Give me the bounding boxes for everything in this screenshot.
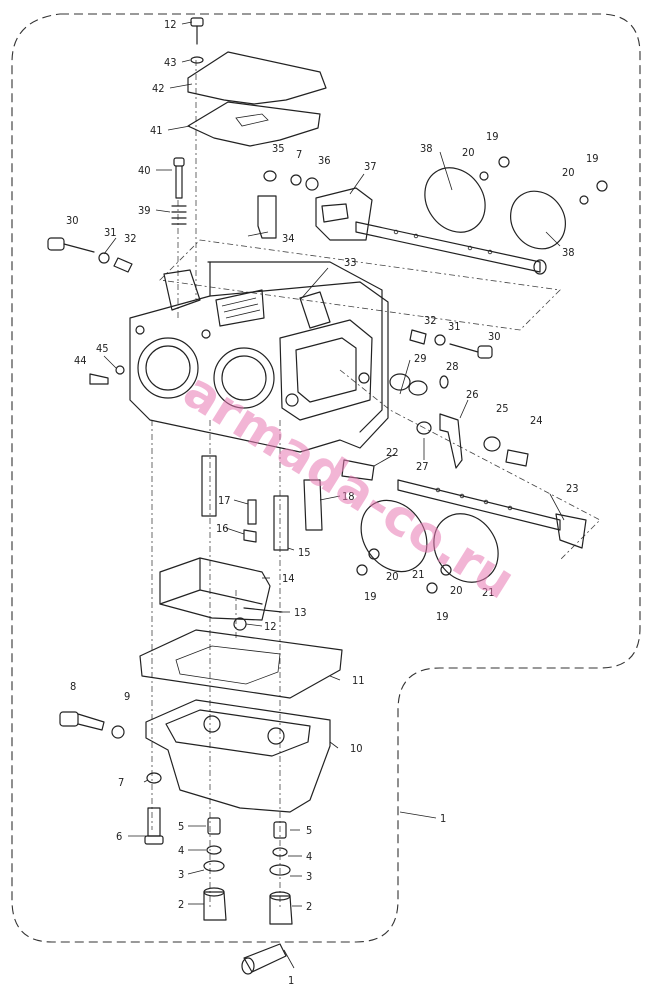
- callout-12: 12: [164, 18, 177, 31]
- callout-30: 30: [488, 330, 501, 343]
- callout-5: 5: [306, 824, 312, 837]
- alignment-axes: [151, 60, 281, 910]
- callout-43: 43: [164, 56, 177, 69]
- callout-32: 32: [424, 314, 437, 327]
- callout-41: 41: [150, 124, 163, 137]
- callout-16: 16: [216, 522, 229, 535]
- callout-4: 4: [178, 844, 184, 857]
- callout-12: 12: [264, 620, 277, 633]
- callout-31: 31: [104, 226, 117, 239]
- callout-1: 1: [440, 812, 446, 825]
- callout-8: 8: [70, 680, 76, 693]
- bolts: [59, 711, 164, 845]
- gasket-41: [187, 101, 321, 147]
- callout-44: 44: [74, 354, 87, 367]
- callout-5: 5: [178, 820, 184, 833]
- callout-18: 18: [342, 490, 355, 503]
- gasket-41-slot: [235, 113, 269, 127]
- callout-23: 23: [566, 482, 579, 495]
- screw-40: [171, 157, 187, 225]
- shaft-23: [356, 479, 587, 594]
- shaft-frame: [159, 239, 561, 331]
- callout-1: 1: [288, 974, 294, 987]
- callout-42: 42: [152, 82, 165, 95]
- callout-29: 29: [414, 352, 427, 365]
- callout-22: 22: [386, 446, 399, 459]
- callout-3: 3: [178, 868, 184, 881]
- callout-10: 10: [350, 742, 363, 755]
- callout-37: 37: [364, 160, 377, 173]
- callout-20: 20: [386, 570, 399, 583]
- callout-13: 13: [294, 606, 307, 619]
- callout-45: 45: [96, 342, 109, 355]
- callout-35: 35: [272, 142, 285, 155]
- gasket-11-inner: [175, 645, 281, 685]
- callout-38: 38: [420, 142, 433, 155]
- callout-2: 2: [178, 898, 184, 911]
- drain-left: [203, 817, 227, 921]
- callout-30: 30: [66, 214, 79, 227]
- callout-27: 27: [416, 460, 429, 473]
- callout-40: 40: [138, 164, 151, 177]
- drain-right: [269, 821, 293, 925]
- callout-19: 19: [586, 152, 599, 165]
- callout-31: 31: [448, 320, 461, 333]
- callout-38: 38: [562, 246, 575, 259]
- callout-26: 26: [466, 388, 479, 401]
- jets: [201, 455, 323, 551]
- callout-36: 36: [318, 154, 331, 167]
- top-cover-42: [187, 51, 327, 105]
- right-screws: [341, 329, 529, 481]
- shaft-38: [257, 156, 608, 275]
- callout-17: 17: [218, 494, 231, 507]
- callout-19: 19: [486, 130, 499, 143]
- callout-34: 34: [282, 232, 295, 245]
- callout-24: 24: [530, 414, 543, 427]
- callout-32: 32: [124, 232, 137, 245]
- callout-39: 39: [138, 204, 151, 217]
- callout-3: 3: [306, 870, 312, 883]
- callout-7: 7: [118, 776, 124, 789]
- carburetor-body-33: [129, 261, 389, 453]
- shaft-frame-lower: [339, 369, 601, 561]
- callout-4: 4: [306, 850, 312, 863]
- callout-19: 19: [364, 590, 377, 603]
- assembly-boundary: [11, 13, 641, 943]
- callout-25: 25: [496, 402, 509, 415]
- part-1-bottom: [241, 943, 287, 975]
- float-14: [159, 557, 283, 631]
- callout-11: 11: [352, 674, 365, 687]
- screw-12-top: [190, 17, 204, 64]
- callout-15: 15: [298, 546, 311, 559]
- gasket-11: [139, 629, 343, 699]
- screw-30-left: [47, 237, 133, 273]
- callout-21: 21: [412, 568, 425, 581]
- callout-20: 20: [462, 146, 475, 159]
- callout-28: 28: [446, 360, 459, 373]
- callout-6: 6: [116, 830, 122, 843]
- left-small-parts: [89, 365, 125, 385]
- float-bowl-10: [145, 699, 331, 813]
- callout-21: 21: [482, 586, 495, 599]
- callout-9: 9: [124, 690, 130, 703]
- callout-20: 20: [450, 584, 463, 597]
- callout-7: 7: [296, 148, 302, 161]
- callout-2: 2: [306, 900, 312, 913]
- callout-20: 20: [562, 166, 575, 179]
- callout-19: 19: [436, 610, 449, 623]
- callout-labels: 12 43 42 41 40 39 35 7 36 37 38 20 19 19…: [66, 18, 599, 987]
- callout-33: 33: [344, 256, 357, 269]
- leader-lines: [103, 21, 565, 969]
- callout-14: 14: [282, 572, 295, 585]
